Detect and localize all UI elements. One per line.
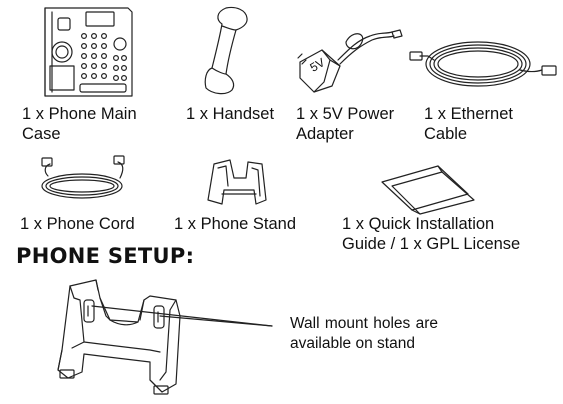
item-label-phone-cord: 1 x Phone Cord xyxy=(20,215,135,233)
item-label-power-adapter: 1 x 5V Power Adapter xyxy=(296,105,395,143)
wall-mount-note: Wall mount holes are available on stand xyxy=(290,315,438,352)
section-title: PHONE SETUP: xyxy=(16,244,195,268)
item-label-ethernet-cable: 1 x Ethernet Cable xyxy=(424,105,513,143)
item-label-phone-stand: 1 x Phone Stand xyxy=(174,215,297,233)
item-label-handset: 1 x Handset xyxy=(186,105,275,123)
item-label-guide-license: 1 x Quick Installation Guide / 1 x GPL L… xyxy=(342,215,521,253)
item-label-phone-main-case: 1 x Phone Main Case xyxy=(22,105,137,143)
